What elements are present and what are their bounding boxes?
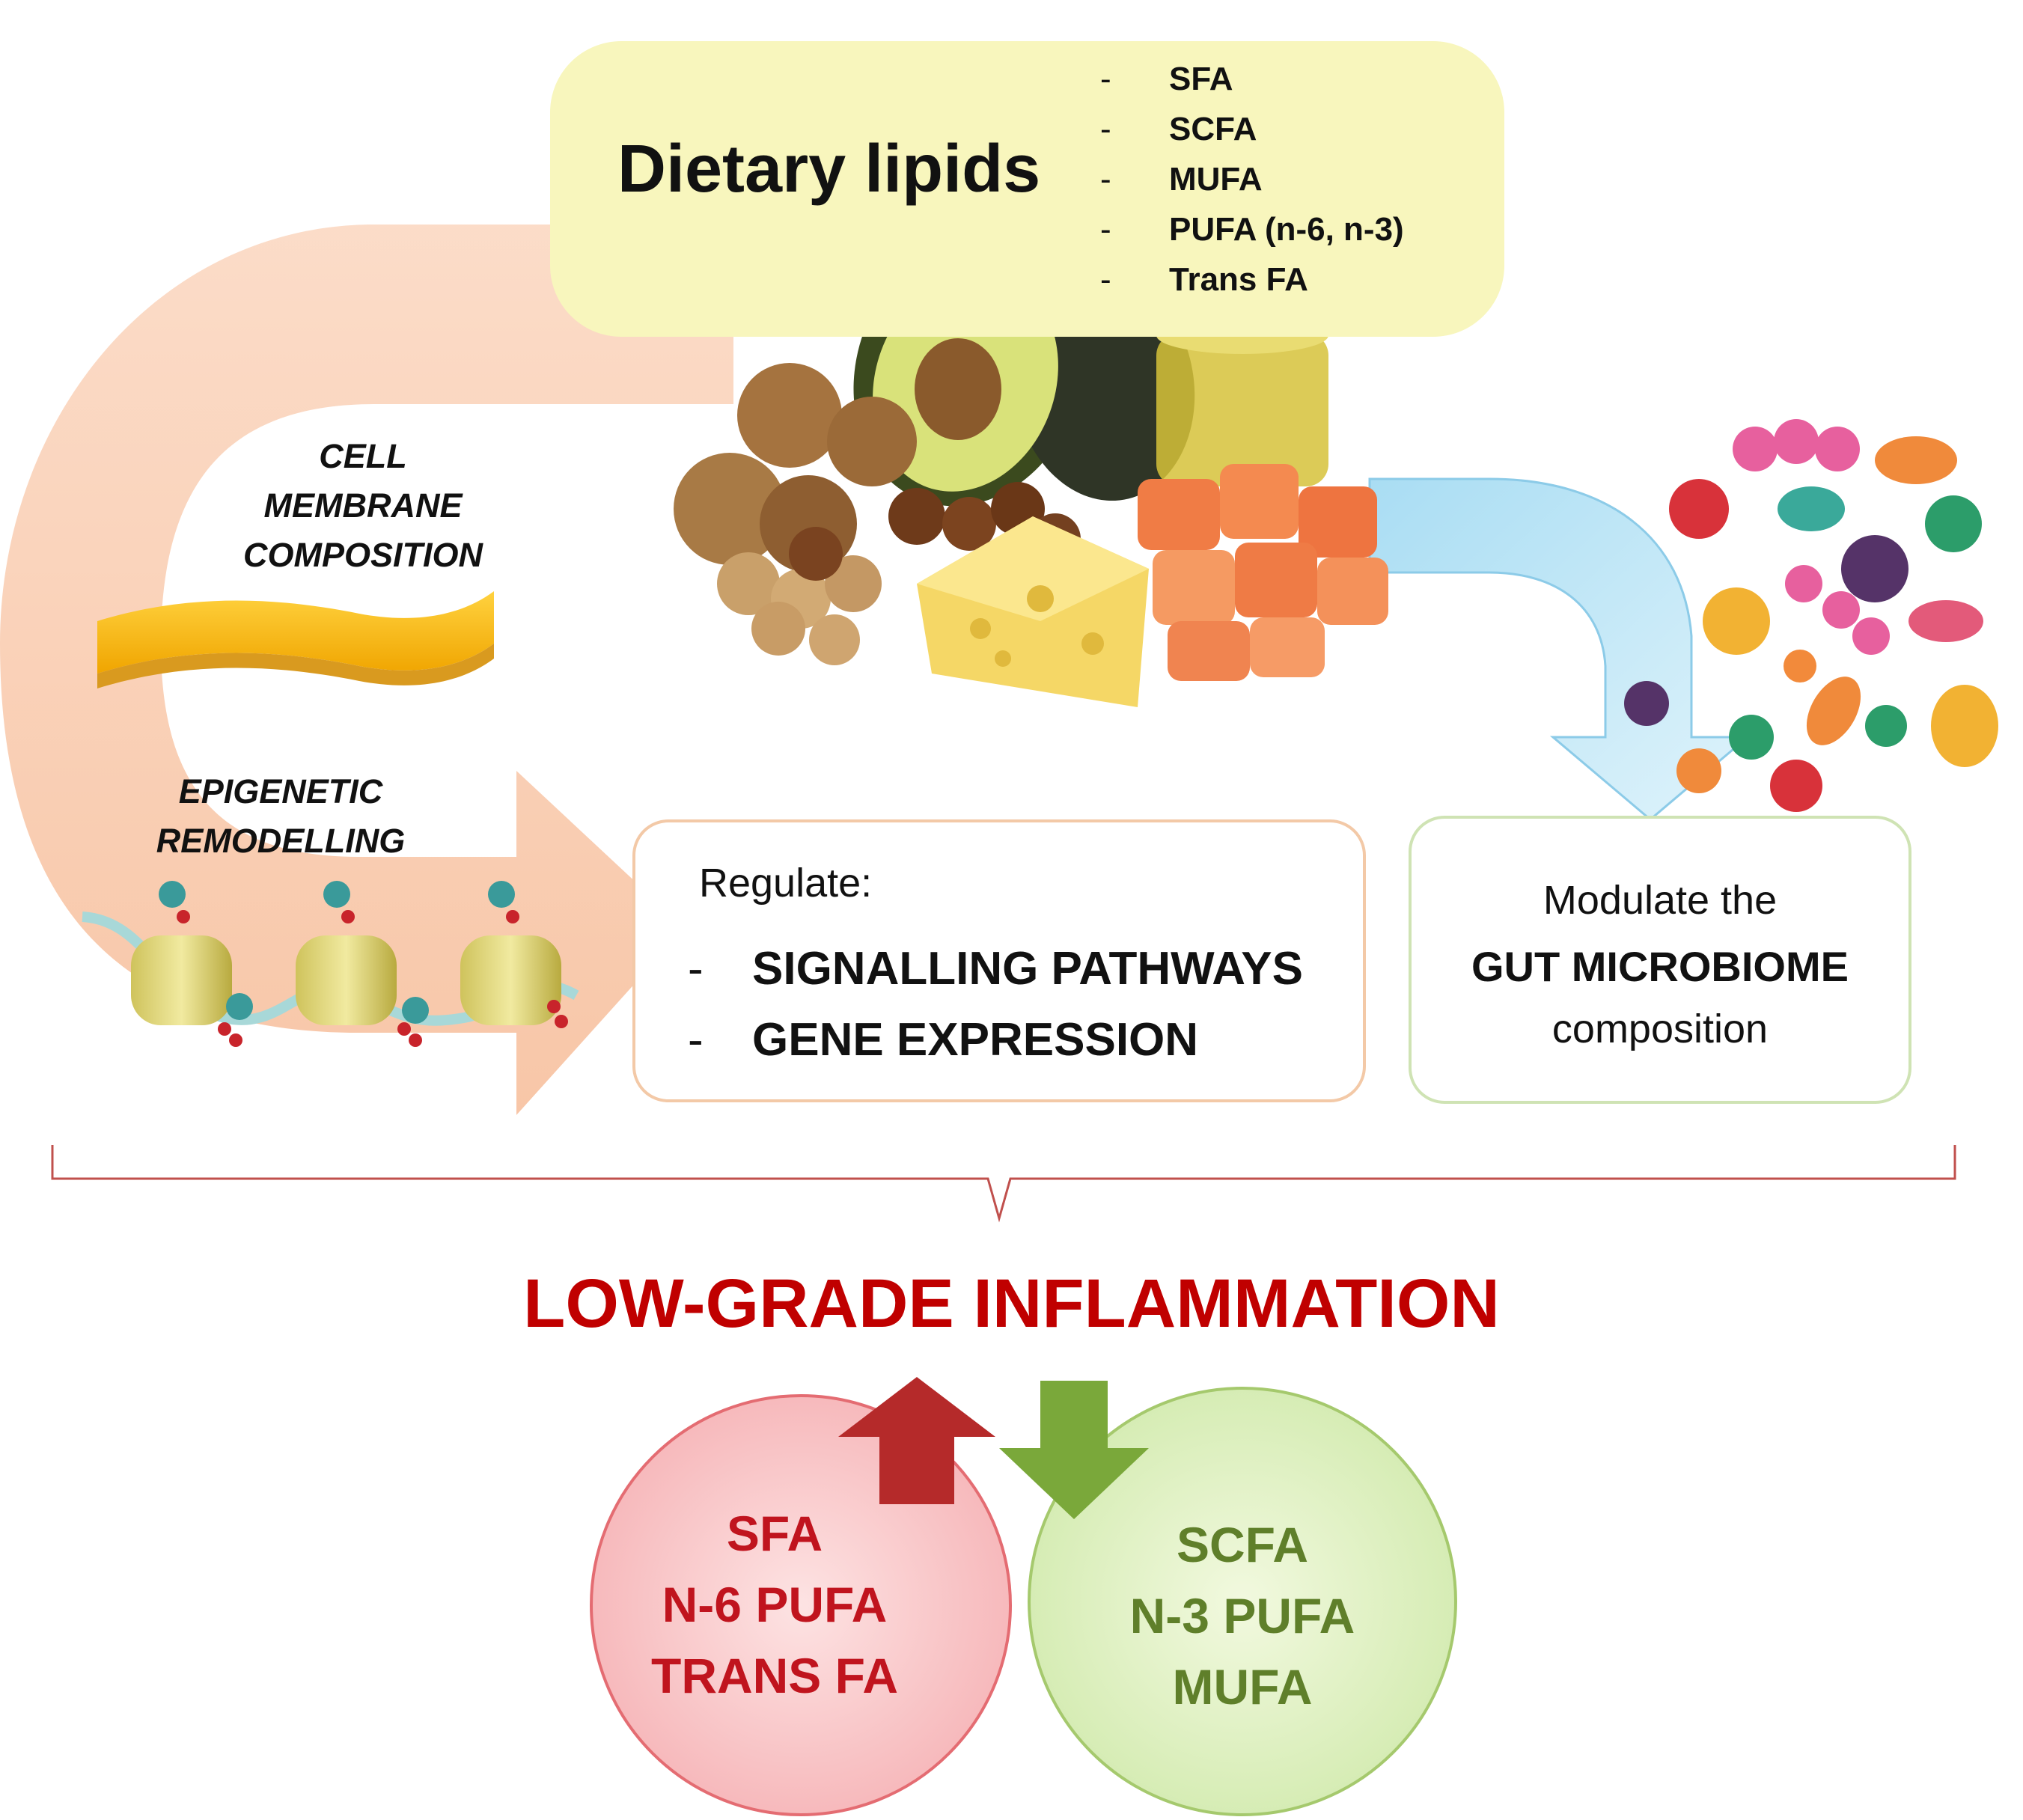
lipid-type-label: Trans FA — [1169, 261, 1308, 298]
lipid-type-label: MUFA — [1169, 161, 1263, 198]
microbes-illustration — [1624, 419, 1998, 812]
regulate-item: -SIGNALLING PATHWAYS — [688, 943, 1304, 995]
list-item: -PUFA (n-6, n-3) — [1100, 211, 1404, 248]
lipid-type-label: PUFA (n-6, n-3) — [1169, 211, 1404, 248]
cell-membrane-illustration — [97, 591, 494, 688]
list-item: -MUFA — [1100, 161, 1263, 198]
gut-microbiome-box: Modulate the GUT MICROBIOME composition — [1409, 816, 1911, 1104]
dietary-lipids-title: Dietary lipids — [617, 132, 1041, 207]
lipid-types-list: -SFA -SCFA -MUFA -PUFA (n-6, n-3) -Trans… — [1100, 54, 1404, 305]
regulate-box: Regulate: -SIGNALLING PATHWAYS -GENE EXP… — [632, 819, 1366, 1102]
regulate-heading: Regulate: — [699, 861, 873, 906]
grouping-brace — [51, 1145, 1956, 1223]
decrease-arrow-icon — [999, 1381, 1149, 1519]
regulate-item: -GENE EXPRESSION — [688, 1014, 1199, 1066]
list-item: -SCFA — [1100, 111, 1257, 147]
increase-arrow-icon — [838, 1377, 995, 1504]
nucleosome-illustration — [82, 881, 579, 1047]
decrease-circle-text: SCFA N-3 PUFA MUFA — [1129, 1517, 1355, 1714]
increase-circle-text: SFA N-6 PUFA TRANS FA — [651, 1506, 898, 1703]
cell-membrane-label: CELL MEMBRANE COMPOSITION — [242, 437, 483, 574]
list-item: -Trans FA — [1100, 261, 1308, 298]
list-item: -SFA — [1100, 61, 1233, 97]
lipid-type-label: SCFA — [1169, 111, 1257, 147]
outcome-title: LOW-GRADE INFLAMMATION — [523, 1265, 1500, 1342]
lipid-type-label: SFA — [1169, 61, 1233, 97]
dietary-lipids-box — [550, 41, 1504, 337]
decrease-circle — [1028, 1387, 1457, 1816]
blue-curved-arrow — [1368, 477, 1751, 821]
epigenetic-remodelling-label: EPIGENETIC REMODELLING — [156, 772, 406, 860]
